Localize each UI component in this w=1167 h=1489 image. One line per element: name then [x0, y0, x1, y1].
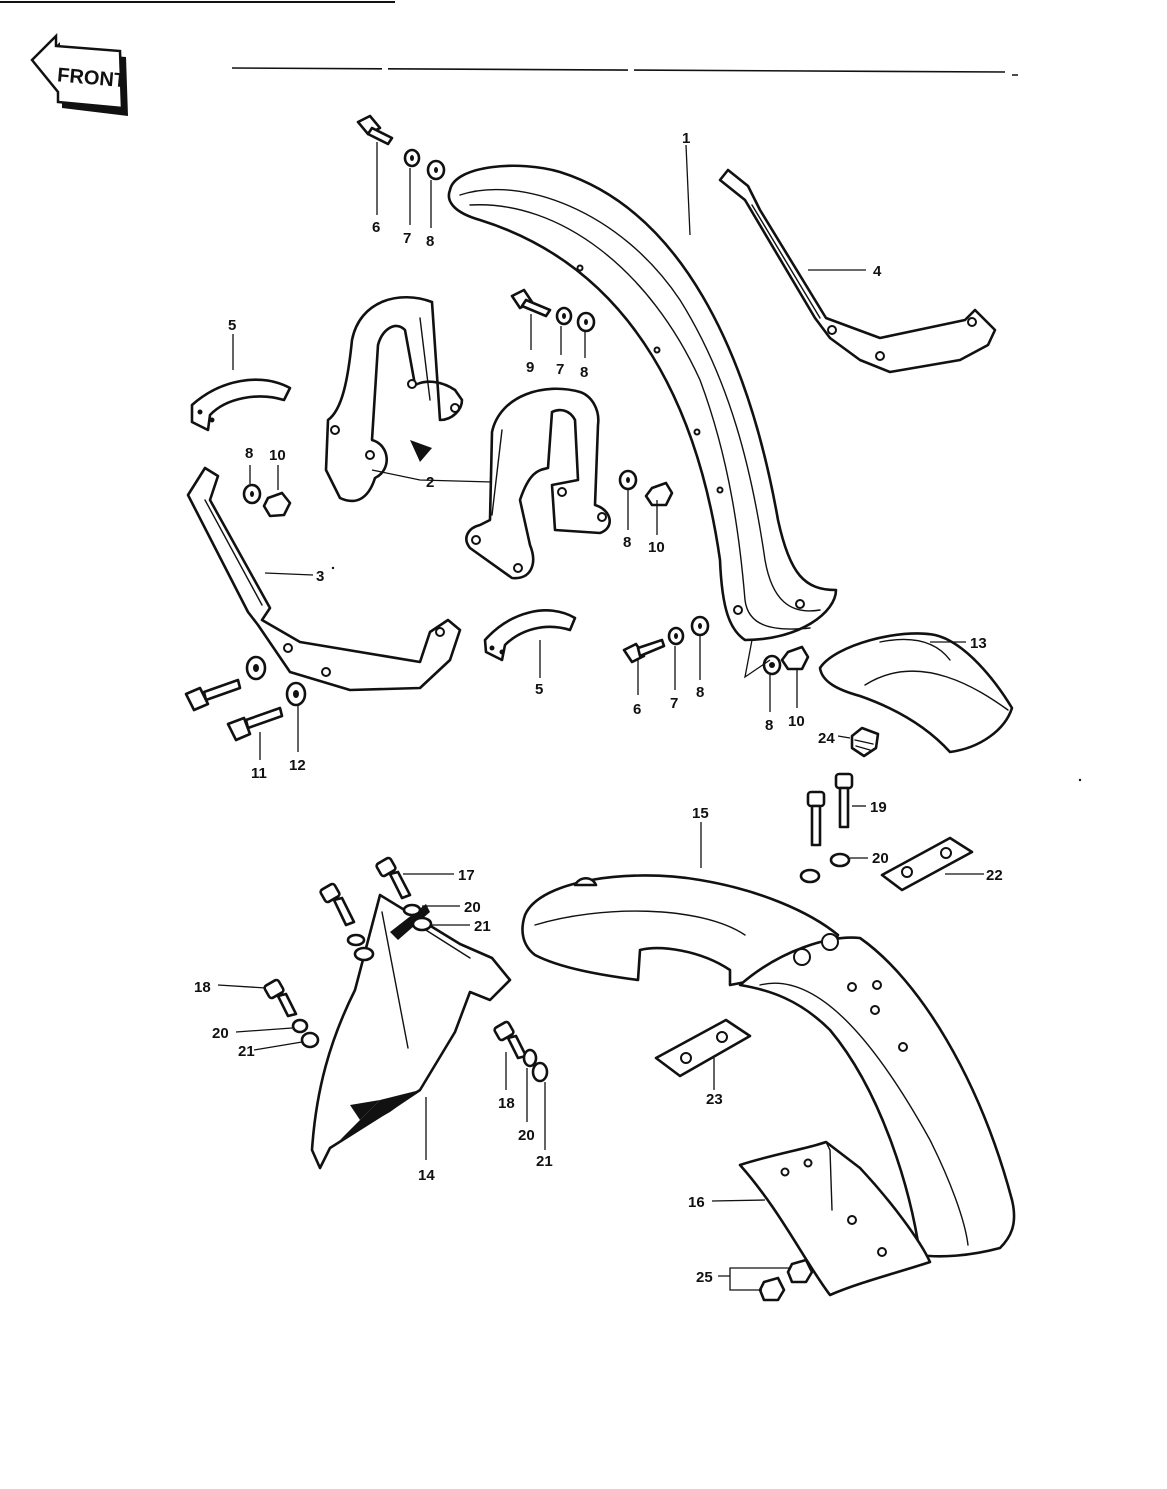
- bolt-11-upper-icon: [184, 678, 242, 712]
- bolt-18-left-icon: [263, 978, 298, 1018]
- spacer-plate-23: [654, 1018, 752, 1078]
- fender-stay-left: [186, 466, 462, 692]
- callout-5-upper: 5: [228, 317, 236, 334]
- bolt-17-icon: [375, 856, 412, 900]
- callout-8-c: 8: [245, 445, 253, 462]
- callout-8-a: 8: [426, 233, 434, 250]
- callout-11: 11: [251, 765, 267, 782]
- bolt-18-right-icon: [493, 1020, 528, 1060]
- callout-4: 4: [873, 263, 882, 280]
- callout-1: 1: [682, 130, 690, 147]
- callout-21-c: 21: [536, 1153, 553, 1170]
- callout-8-f: 8: [765, 717, 773, 734]
- license-plate-bracket: [738, 1140, 932, 1297]
- clamp-pad-lower: [483, 609, 577, 662]
- callout-3: 3: [316, 568, 324, 585]
- nut-icon: [262, 481, 880, 1302]
- callout-14: 14: [418, 1167, 435, 1184]
- bolt-19-left-icon: [806, 790, 826, 847]
- bolt-6-upper-icon: [356, 114, 394, 146]
- callout-7-b: 7: [556, 361, 564, 378]
- clamp-pad-upper: [190, 378, 292, 432]
- callout-23: 23: [706, 1091, 723, 1108]
- callout-16: 16: [688, 1194, 705, 1211]
- bolt-6-lower-icon: [622, 638, 666, 664]
- callout-18-left: 18: [194, 979, 211, 996]
- callout-10-c: 10: [788, 713, 805, 730]
- callout-24: 24: [818, 730, 835, 747]
- callout-9: 9: [526, 359, 534, 376]
- bolt-17b-icon: [319, 882, 356, 927]
- callout-21-b: 21: [238, 1043, 255, 1060]
- callout-22: 22: [986, 867, 1003, 884]
- callout-numbers: 1 2 3 4 5 5 6 6 7 7 7 8 8 8 8 8 8 9 10 1…: [194, 130, 1003, 1286]
- callout-12: 12: [289, 757, 306, 774]
- header-rule: [0, 1, 1006, 73]
- callout-5-lower: 5: [535, 681, 543, 698]
- callout-6-lower: 6: [633, 701, 641, 718]
- callout-8-b: 8: [580, 364, 588, 381]
- fender-brace-front: [465, 387, 611, 580]
- callout-15: 15: [692, 805, 709, 822]
- bolt-11-lower-icon: [226, 706, 284, 742]
- callout-18-right: 18: [498, 1095, 515, 1112]
- callout-20-c: 20: [212, 1025, 229, 1042]
- stray-marks: [331, 74, 1082, 782]
- rear-inner-fender: [310, 893, 512, 1170]
- front-arrow-icon: FRONT: [30, 32, 128, 116]
- fender-stay-right: [718, 168, 997, 374]
- callout-13: 13: [970, 635, 987, 652]
- callout-10-a: 10: [269, 447, 286, 464]
- bolt-19-right-icon: [834, 772, 854, 829]
- callout-7-c: 7: [670, 695, 678, 712]
- callout-7-a: 7: [403, 230, 411, 247]
- callout-6-upper: 6: [372, 219, 380, 236]
- callout-25: 25: [696, 1269, 713, 1286]
- callout-8-d: 8: [623, 534, 631, 551]
- rear-fender-rear-section: [738, 933, 1016, 1258]
- fender-brace-rear: [324, 295, 464, 503]
- front-fender-flap: [818, 632, 1014, 754]
- front-fender: [447, 164, 838, 642]
- washer-icon: [242, 148, 851, 1083]
- callout-19: 19: [870, 799, 887, 816]
- callout-10-b: 10: [648, 539, 665, 556]
- callout-20-a: 20: [872, 850, 889, 867]
- callout-8-e: 8: [696, 684, 704, 701]
- callout-2: 2: [426, 474, 434, 491]
- spacer-plate-22: [880, 836, 974, 892]
- bolt-9-icon: [510, 288, 552, 318]
- callout-20-d: 20: [518, 1127, 535, 1144]
- leader-lines: [217, 142, 984, 1291]
- callout-20-b: 20: [464, 899, 481, 916]
- callout-21-a: 21: [474, 918, 491, 935]
- callout-17: 17: [458, 867, 475, 884]
